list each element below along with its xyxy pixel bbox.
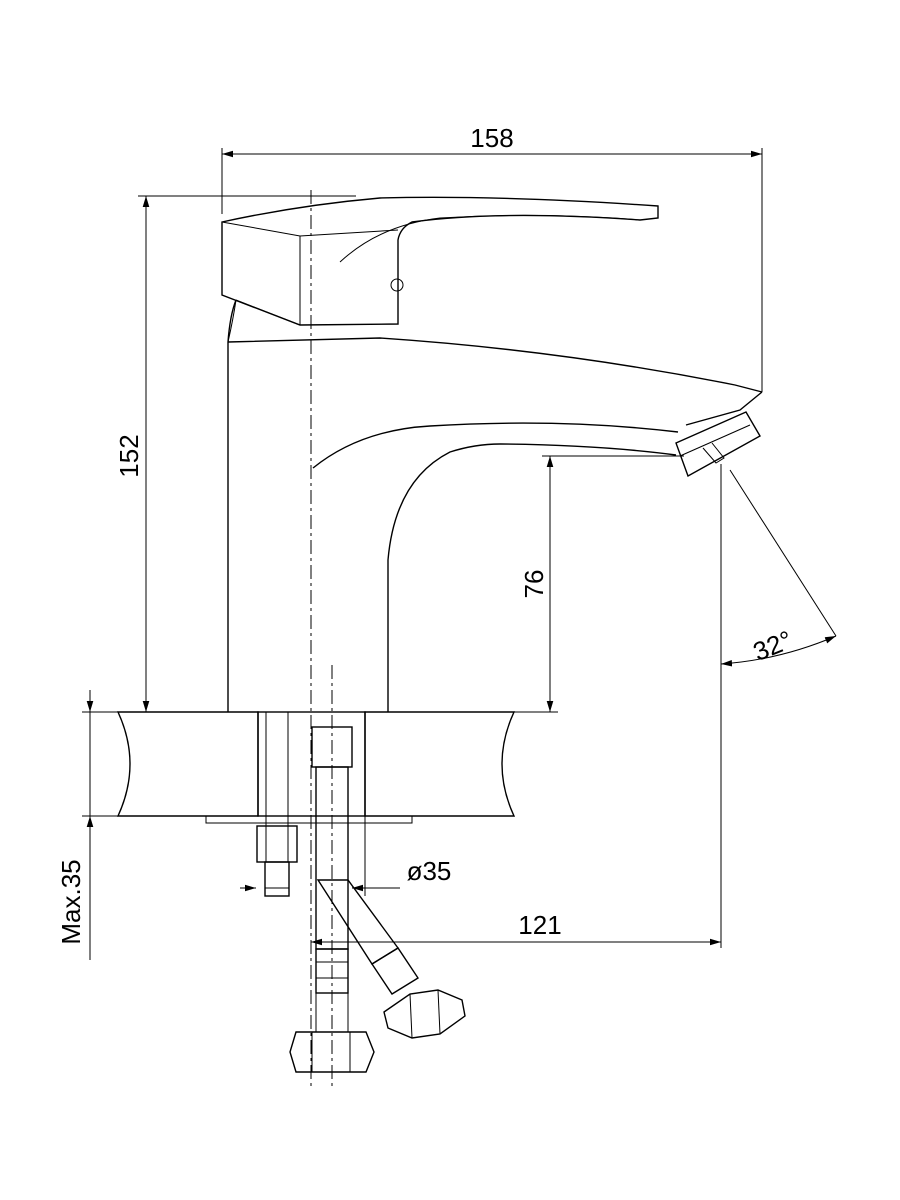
dim-max-thickness-label: Max.35 — [56, 859, 86, 944]
dim-total-height-label: 152 — [114, 434, 144, 477]
dim-spout-reach: 121 — [311, 910, 721, 946]
flexible-hoses — [289, 726, 466, 1073]
lever-handle — [221, 196, 659, 343]
faucet-body — [227, 299, 763, 712]
dim-spout-reach-label: 121 — [518, 910, 561, 940]
dim-spout-height: 76 — [514, 455, 684, 713]
hose-nut-right — [383, 989, 466, 1039]
aerator — [675, 411, 761, 478]
dim-spout-height-label: 76 — [519, 570, 549, 599]
dim-hole-diameter-label: ø35 — [407, 856, 452, 886]
dim-total-length-label: 158 — [470, 123, 513, 153]
dim-total-length: 158 — [221, 123, 763, 392]
dim-spout-angle: 32° — [720, 464, 837, 948]
dim-spout-angle-label: 32° — [749, 624, 797, 667]
dim-hole-diameter: ø35 — [240, 816, 451, 896]
dim-total-height: 152 — [114, 195, 356, 712]
mounting-stud — [256, 712, 298, 897]
dim-max-thickness: Max.35 — [56, 690, 118, 960]
hose-nut-left — [289, 1031, 375, 1073]
